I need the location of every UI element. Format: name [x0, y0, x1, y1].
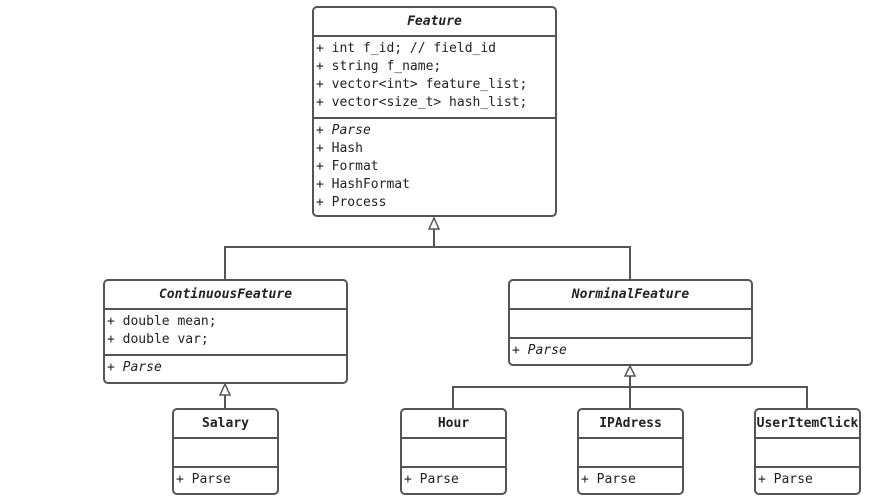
class-ipadress[interactable]: IPAdress + Parse	[577, 408, 684, 495]
class-user-item-click[interactable]: UserItemClick + Parse	[754, 408, 861, 495]
inheritance-arrow-continuous	[218, 382, 232, 396]
class-salary[interactable]: Salary + Parse	[172, 408, 279, 495]
class-name: Hour	[437, 416, 470, 431]
class-name: IPAdress	[599, 416, 662, 431]
class-name: Salary	[202, 416, 249, 431]
attributes-section: + double mean; + double var;	[105, 308, 346, 354]
inheritance-line-useritemclick	[630, 386, 808, 408]
inheritance-arrow-norminal	[623, 364, 637, 377]
method: + Format	[316, 159, 379, 174]
class-hour[interactable]: Hour + Parse	[400, 408, 507, 495]
methods-section: + Parse	[756, 466, 859, 489]
methods-section: + Parse + Hash + Format + HashFormat + P…	[314, 117, 555, 212]
method: + Parse	[758, 472, 813, 487]
attributes-section	[510, 308, 751, 337]
attributes-section	[756, 437, 859, 466]
method: + Parse	[316, 123, 371, 138]
attribute: + vector<int> feature_list;	[316, 77, 528, 92]
class-name: UserItemClick	[756, 416, 859, 431]
class-feature[interactable]: Feature + int f_id; // field_id + string…	[312, 6, 557, 217]
inheritance-arrow-feature	[427, 216, 441, 230]
method: + Parse	[176, 472, 231, 487]
attributes-section	[402, 437, 505, 466]
method: + HashFormat	[316, 177, 410, 192]
method: + Parse	[581, 472, 636, 487]
inheritance-line-hour	[452, 386, 630, 408]
attribute: + int f_id; // field_id	[316, 41, 497, 56]
method: + Parse	[107, 360, 162, 375]
method: + Process	[316, 195, 387, 210]
attribute: + string f_name;	[316, 59, 442, 74]
methods-section: + Parse	[402, 466, 505, 489]
class-continuous-feature[interactable]: ContinuousFeature + double mean; + doubl…	[103, 279, 348, 384]
methods-section: + Parse	[579, 466, 682, 489]
method: + Parse	[512, 343, 567, 358]
method: + Hash	[316, 141, 363, 156]
attribute: + double var;	[107, 332, 209, 347]
attributes-section	[579, 437, 682, 466]
attributes-section: + int f_id; // field_id + string f_name;…	[314, 35, 555, 117]
inheritance-line-continuous	[224, 229, 435, 279]
class-name: Feature	[407, 14, 462, 29]
attribute: + double mean;	[107, 314, 217, 329]
class-name: NorminalFeature	[571, 287, 690, 302]
attribute: + vector<size_t> hash_list;	[316, 95, 528, 110]
method: + Parse	[404, 472, 459, 487]
inheritance-line-norminal	[434, 246, 631, 279]
class-name: ContinuousFeature	[158, 287, 293, 302]
attributes-section	[174, 437, 277, 466]
class-norminal-feature[interactable]: NorminalFeature + Parse	[508, 279, 753, 366]
methods-section: + Parse	[105, 354, 346, 377]
methods-section: + Parse	[510, 337, 751, 360]
methods-section: + Parse	[174, 466, 277, 489]
